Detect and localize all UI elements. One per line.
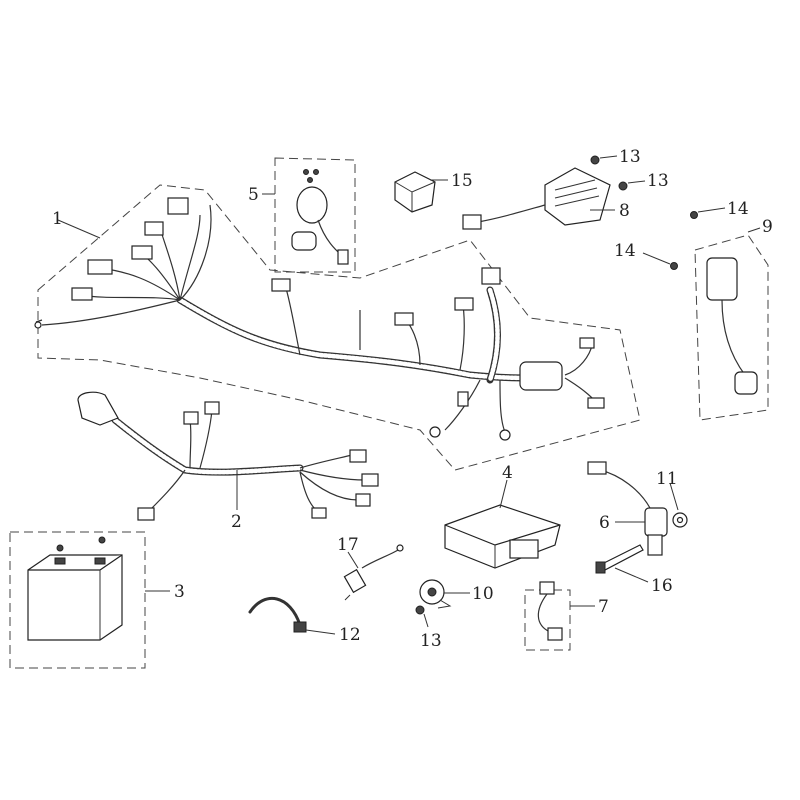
callout-12: 12 xyxy=(339,625,361,645)
callout-1: 1 xyxy=(52,209,63,229)
bolts-13 xyxy=(415,155,646,628)
flasher-relay xyxy=(394,171,448,213)
callout-10: 10 xyxy=(472,584,494,604)
callout-4: 4 xyxy=(502,463,513,483)
callout-16: 16 xyxy=(651,576,673,596)
cable-strap xyxy=(248,596,336,635)
secondary-wiring-harness xyxy=(77,391,379,521)
sensor-assembly xyxy=(524,581,595,651)
callout-7: 7 xyxy=(598,597,609,617)
callout-13c: 13 xyxy=(420,631,442,651)
callout-13a: 13 xyxy=(619,147,641,167)
ignition-switch xyxy=(587,461,668,556)
voltage-regulator xyxy=(462,167,615,230)
callout-5: 5 xyxy=(248,185,259,205)
washer xyxy=(669,482,688,528)
ignition-coil xyxy=(694,227,769,421)
callout-3: 3 xyxy=(174,582,185,602)
callout-17: 17 xyxy=(337,535,359,555)
callout-6: 6 xyxy=(599,513,610,533)
callout-13b: 13 xyxy=(647,171,669,191)
callout-8: 8 xyxy=(619,201,630,221)
callout-14b: 14 xyxy=(614,241,636,261)
callout-9: 9 xyxy=(762,217,773,237)
sensor-switch xyxy=(343,544,404,601)
callout-11: 11 xyxy=(656,469,678,489)
battery xyxy=(9,531,170,669)
callout-15: 15 xyxy=(451,171,473,191)
bolt-16 xyxy=(595,544,649,583)
callout-14a: 14 xyxy=(727,199,749,219)
main-wiring-harness xyxy=(34,184,641,471)
callout-2: 2 xyxy=(231,512,242,532)
starter-relay xyxy=(262,157,356,273)
cdi-unit xyxy=(444,479,561,569)
screws-14 xyxy=(642,207,726,270)
horn xyxy=(419,579,470,609)
